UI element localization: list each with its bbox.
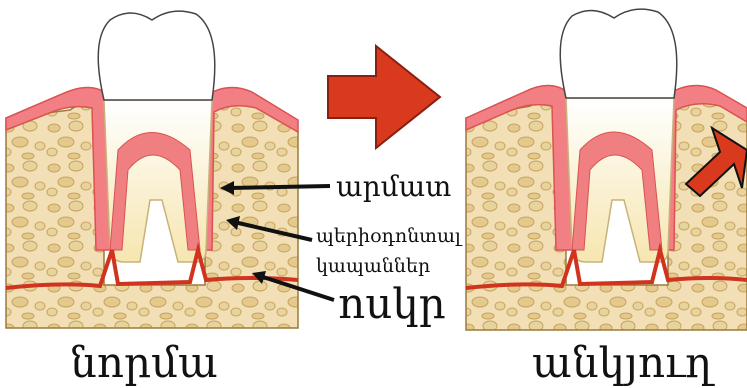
abnormal-tooth-panel — [466, 9, 747, 330]
tooth-crown-left — [98, 11, 215, 100]
label-ligament-line1: պերիօդոնտալ — [316, 225, 463, 247]
label-bone: ոսկր — [338, 279, 446, 328]
label-normal: նորմա — [70, 338, 218, 387]
tooth-crown-right — [560, 9, 677, 98]
label-root: արմատ — [336, 170, 451, 203]
normal-tooth-panel — [6, 11, 298, 328]
pointer-root — [228, 186, 330, 188]
arrow-right-big-icon — [328, 46, 440, 148]
label-ligament-line2: կապաններ — [316, 255, 430, 277]
label-abnormal: անկյուղ — [532, 338, 715, 387]
